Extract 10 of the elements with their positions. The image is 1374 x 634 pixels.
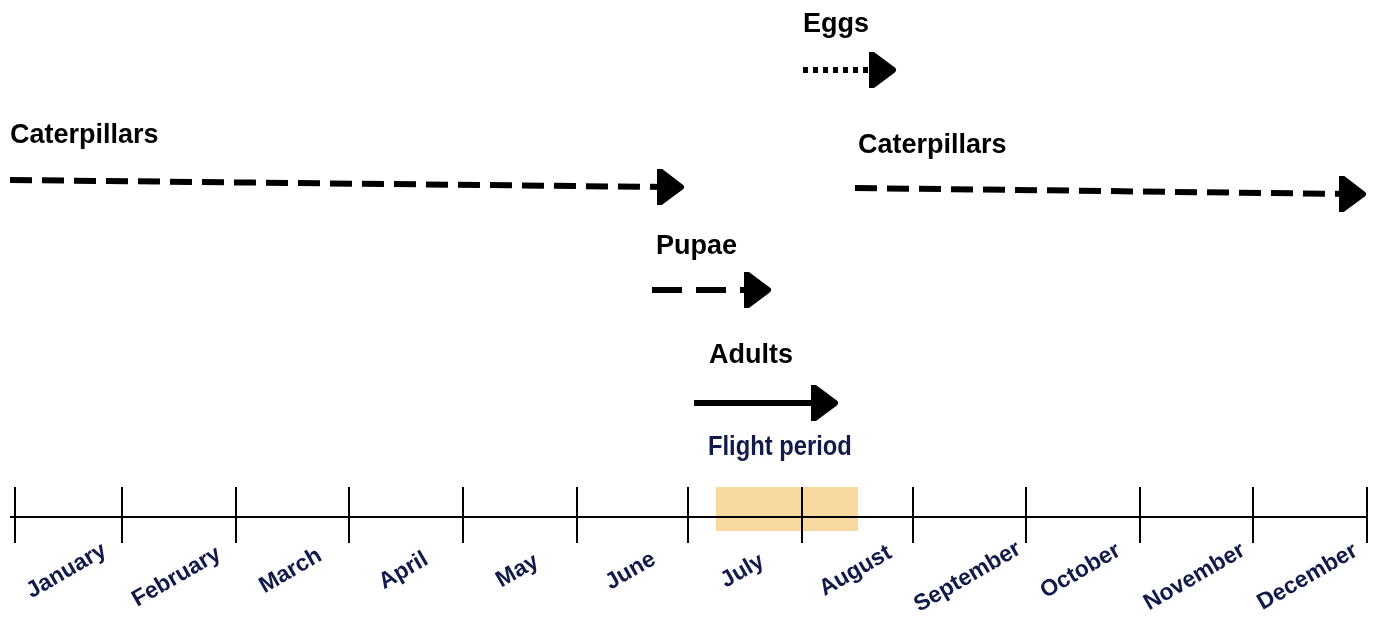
stage-label: Adults: [709, 341, 793, 368]
flight-period-label: Flight period: [708, 433, 852, 460]
stage-label: Caterpillars: [858, 131, 1007, 158]
stage-label: Pupae: [656, 232, 738, 259]
month-label: May: [491, 548, 543, 592]
month-label: June: [600, 546, 659, 594]
stage-label: Caterpillars: [10, 121, 159, 148]
stage-label: Eggs: [803, 10, 869, 37]
month-label: April: [374, 546, 432, 594]
month-label: July: [716, 548, 768, 592]
